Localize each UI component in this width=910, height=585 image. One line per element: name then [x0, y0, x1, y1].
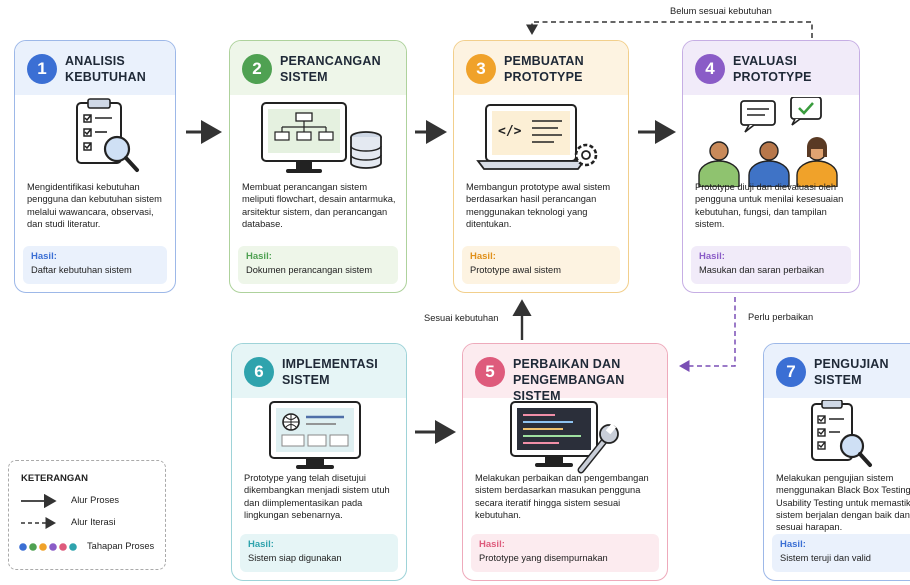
- result-label: Hasil:: [248, 539, 274, 550]
- stage-result-box: Hasil: Sistem siap digunakan: [240, 534, 398, 572]
- laptop-code-gear-icon: </>: [454, 97, 628, 215]
- stage-dots-icon: [19, 543, 77, 551]
- monitor-web-icon: [232, 400, 406, 518]
- stage-result-box: Hasil: Prototype awal sistem: [462, 246, 620, 284]
- legend-dot: [49, 543, 57, 551]
- label-belum-sesuai: Belum sesuai kebutuhan: [670, 6, 772, 16]
- monitor-wrench-icon: [463, 400, 667, 518]
- stage-result-box: Hasil: Prototype yang disempurnakan: [471, 534, 659, 572]
- result-value: Sistem siap digunakan: [248, 553, 342, 563]
- result-value: Dokumen perancangan sistem: [246, 265, 373, 275]
- monitor-flowchart-database-icon: [230, 97, 406, 215]
- legend-dot: [69, 543, 77, 551]
- result-label: Hasil:: [780, 539, 806, 550]
- stage-number-badge: 7: [776, 357, 806, 387]
- stage-number-badge: 3: [466, 54, 496, 84]
- svg-text:</>: </>: [498, 124, 522, 139]
- stage-result-box: Hasil: Daftar kebutuhan sistem: [23, 246, 167, 284]
- result-value: Prototype awal sistem: [470, 265, 561, 275]
- legend-iteration-label: Alur Iterasi: [71, 517, 116, 527]
- result-label: Hasil:: [246, 251, 272, 262]
- legend: KETERANGAN Alur Proses Alur Iterasi Taha…: [8, 460, 166, 570]
- stage-result-box: Hasil: Sistem teruji dan valid: [772, 534, 910, 572]
- result-label: Hasil:: [479, 539, 505, 550]
- stage-result-box: Hasil: Masukan dan saran perbaikan: [691, 246, 851, 284]
- iteration-arrow-4-3: [526, 21, 813, 38]
- result-label: Hasil:: [699, 251, 725, 262]
- stage-description: Mengidentifikasi kebutuhan pengguna dan …: [27, 182, 162, 229]
- result-value: Sistem teruji dan valid: [780, 553, 871, 563]
- stage-description: Prototype yang telah disetujui dikembang…: [244, 473, 390, 520]
- result-label: Hasil:: [31, 251, 57, 262]
- label-sesuai-kebutuhan: Sesuai kebutuhan: [424, 313, 499, 323]
- legend-process-label: Alur Proses: [71, 495, 120, 505]
- stage-result-box: Hasil: Dokumen perancangan sistem: [238, 246, 398, 284]
- stage-description: Membuat perancangan sistem meliputi flow…: [242, 182, 396, 229]
- result-value: Prototype yang disempurnakan: [479, 553, 608, 563]
- legend-dot: [29, 543, 37, 551]
- stage-number-badge: 4: [695, 54, 725, 84]
- legend-title: KETERANGAN: [21, 473, 89, 484]
- label-perlu-perbaikan: Perlu perbaikan: [748, 312, 814, 322]
- result-label: Hasil:: [470, 251, 496, 262]
- legend-symbols: [19, 493, 77, 551]
- stage-number-badge: 6: [244, 357, 274, 387]
- clipboard-search-icon: [764, 400, 910, 518]
- stage-description: Melakukan pengujian sistem menggunakan B…: [776, 473, 910, 533]
- result-value: Daftar kebutuhan sistem: [31, 265, 132, 275]
- legend-stages-label: Tahapan Proses: [87, 541, 155, 551]
- stage-description: Prototype diuji dan dievaluasi oleh peng…: [695, 182, 844, 229]
- legend-dot: [59, 543, 67, 551]
- stage-number-badge: 5: [475, 357, 505, 387]
- stage-description: Melakukan perbaikan dan pengembangan sis…: [475, 473, 649, 520]
- users-feedback-icon: [683, 97, 859, 215]
- stage-number-badge: 2: [242, 54, 272, 84]
- legend-dot: [19, 543, 27, 551]
- clipboard-search-icon: [15, 97, 175, 215]
- stage-description: Membangun prototype awal sistem berdasar…: [466, 182, 611, 229]
- result-value: Masukan dan saran perbaikan: [699, 265, 825, 275]
- legend-dot: [39, 543, 47, 551]
- iteration-arrow-4-5: [679, 297, 736, 372]
- stage-number-badge: 1: [27, 54, 57, 84]
